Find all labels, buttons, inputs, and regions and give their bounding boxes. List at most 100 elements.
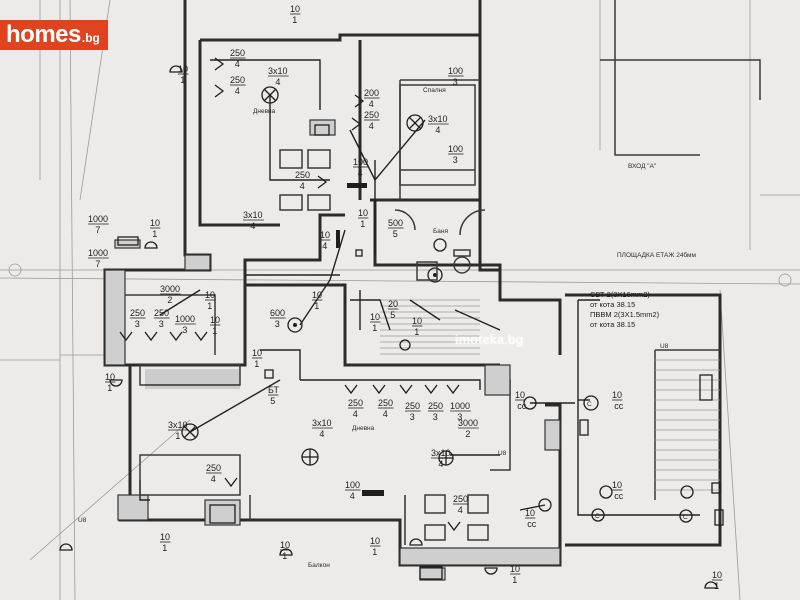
wall-lamp-icon — [704, 581, 718, 589]
ceiling-light-icon — [523, 396, 537, 410]
fixture-label-top: 250 — [453, 494, 468, 504]
fixture-label-top: 10 — [210, 315, 220, 325]
staircase — [145, 299, 720, 491]
switch-icon — [117, 236, 139, 246]
fixture-label-bottom: 4 — [435, 125, 440, 135]
distribution-panel-icon — [347, 183, 367, 188]
homes-logo[interactable]: homes .bg — [0, 20, 108, 50]
fixture-label-bottom: 2 — [167, 295, 172, 305]
fixture-label-bottom: 1 — [207, 301, 212, 311]
fixture-label-bottom: 5 — [270, 396, 275, 406]
fixture-label-bottom: 1 — [372, 547, 377, 557]
fixture-label-top: 250 — [378, 398, 393, 408]
fixture-label-top: 10 — [160, 532, 170, 542]
room-label: ПЛОЩАДКА ЕТАЖ 24бмм — [617, 251, 696, 259]
fixture-label-top: 20 — [388, 299, 398, 309]
fixture-label-top: 250 — [295, 170, 310, 180]
fixture-label-top: 250 — [428, 401, 443, 411]
wall-lamp-icon — [279, 548, 293, 556]
fixture-label-top: 3х10 — [243, 210, 263, 220]
ceiling-light-icon — [427, 267, 443, 283]
stair-arc — [394, 209, 486, 236]
fixture-label-bottom: 1 — [282, 551, 287, 561]
fixture-label-top: 10 — [320, 230, 330, 240]
fixture-label-top: БТ — [268, 385, 280, 395]
fixture-label-top: 250 — [154, 308, 169, 318]
fixture-label-bottom: 1 — [360, 219, 365, 229]
fixture-label-top: 3х10 — [428, 114, 448, 124]
logo-text: homes — [6, 21, 81, 48]
fixture-label-top: 3х10 — [312, 418, 332, 428]
bed-icon — [399, 84, 476, 186]
ceiling-light-icon: C — [679, 509, 693, 523]
fixture-label-top: 500 — [388, 218, 403, 228]
fixture-label: 101 — [205, 290, 216, 311]
wall-lamp-icon — [59, 543, 73, 551]
switch-icon — [419, 566, 443, 580]
wall-lamp-icon — [409, 538, 423, 546]
fixture-label-top: 100 — [345, 480, 360, 490]
fixture-label-bottom: cc — [614, 491, 624, 501]
ceiling-light-icon — [301, 448, 319, 466]
fixture-label-bottom: 3 — [135, 319, 140, 329]
fixture-label-bottom: 3 — [182, 325, 187, 335]
fixture-label: 101 — [412, 316, 423, 337]
room-label: ВХОД "А" — [628, 163, 657, 170]
fixture-label-top: 3х10 — [431, 448, 451, 458]
fixture-label-top: 3х10 — [168, 420, 188, 430]
fixture-label-top: 10 — [510, 564, 520, 574]
ceiling-light-icon — [287, 317, 303, 333]
fixture-labels: 101250425043х1041012004250410033х1041003… — [88, 4, 723, 591]
spot-lamp-icon — [224, 477, 238, 488]
spot-lamp-icon — [214, 57, 225, 71]
fixture-label-top: 10 — [312, 290, 322, 300]
spot-lamp-icon — [351, 117, 362, 131]
fixture-label-bottom: 4 — [458, 505, 463, 515]
cable-note-line: ПВВМ 2(3Х1.5mm2) — [590, 310, 660, 319]
spot-lamp-icon — [169, 331, 183, 342]
fixture-label: 101 — [178, 64, 189, 85]
cable-note-line: от кота 38.15 — [590, 300, 636, 309]
toilet-icon — [453, 249, 471, 274]
switch-icon — [336, 230, 340, 248]
ceiling-light-icon — [261, 86, 279, 104]
ceiling-light-icon — [680, 485, 694, 499]
fixture-label: 101 — [358, 208, 369, 229]
fixture-label: 101 — [160, 532, 171, 553]
fixture-label-top: 250 — [230, 75, 245, 85]
fixture-label-top: 10 — [205, 290, 215, 300]
fixture-label-bottom: 4 — [235, 86, 240, 96]
spot-lamp-icon — [214, 84, 225, 98]
sofa-icon — [139, 364, 241, 496]
spot-lamp-icon — [372, 384, 386, 395]
fixture-label-top: 250 — [206, 463, 221, 473]
room-label: Спалня — [423, 87, 446, 94]
code-label: U8 — [78, 517, 87, 524]
fixture-label-top: 10 — [370, 536, 380, 546]
watermark: imoteka.bg — [455, 332, 524, 347]
fixture-label-top: 10 — [290, 4, 300, 14]
fixture-label-bottom: cc — [527, 519, 537, 529]
wall-lamp-icon — [484, 567, 498, 575]
fixture-label-bottom: 1 — [175, 431, 180, 441]
fixture-label: 101 — [252, 348, 263, 369]
fixture-label-bottom: 4 — [383, 409, 388, 419]
fixture-label-bottom: 4 — [300, 181, 305, 191]
